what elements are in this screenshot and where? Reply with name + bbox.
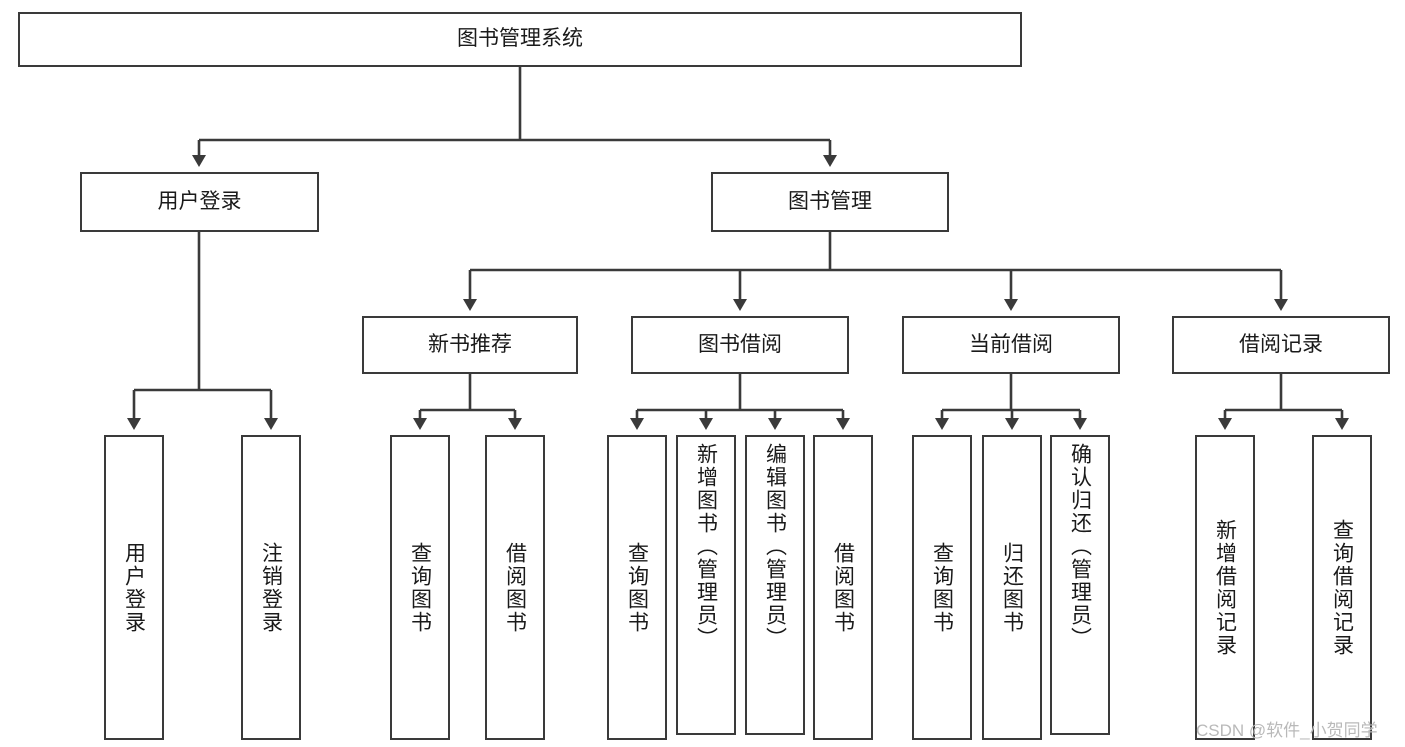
node-current-borrow[interactable]: 当前借阅 bbox=[902, 316, 1120, 374]
node-label: 新增图书（管理员） bbox=[694, 443, 718, 650]
node-label: 借阅图书 bbox=[831, 541, 855, 634]
node-label: 借阅记录 bbox=[1239, 332, 1323, 356]
node-borrow-record[interactable]: 借阅记录 bbox=[1172, 316, 1390, 374]
node-label: 确认归还（管理员） bbox=[1068, 443, 1092, 650]
node-label: 当前借阅 bbox=[969, 332, 1053, 356]
node-label: 查询借阅记录 bbox=[1330, 518, 1354, 657]
node-leaf-query-book-rec[interactable]: 查询图书 bbox=[390, 435, 450, 740]
node-label: 借阅图书 bbox=[503, 541, 527, 634]
node-leaf-add-book[interactable]: 新增图书（管理员） bbox=[676, 435, 736, 735]
node-leaf-query-record[interactable]: 查询借阅记录 bbox=[1312, 435, 1372, 740]
node-leaf-confirm-return[interactable]: 确认归还（管理员） bbox=[1050, 435, 1110, 735]
node-leaf-query-book[interactable]: 查询图书 bbox=[607, 435, 667, 740]
node-root[interactable]: 图书管理系统 bbox=[18, 12, 1022, 67]
node-leaf-add-record[interactable]: 新增借阅记录 bbox=[1195, 435, 1255, 740]
node-label: 归还图书 bbox=[1000, 541, 1024, 634]
node-book-manage[interactable]: 图书管理 bbox=[711, 172, 949, 232]
node-label: 用户登录 bbox=[157, 189, 242, 213]
node-label: 图书管理 bbox=[788, 189, 872, 213]
node-label: 用户登录 bbox=[122, 541, 146, 634]
node-label: 查询图书 bbox=[930, 541, 954, 634]
node-label: 新书推荐 bbox=[428, 332, 512, 356]
node-label: 编辑图书（管理员） bbox=[763, 443, 787, 650]
node-leaf-borrow-book[interactable]: 借阅图书 bbox=[813, 435, 873, 740]
node-label: 查询图书 bbox=[625, 541, 649, 634]
node-label: 查询图书 bbox=[408, 541, 432, 634]
node-new-book-rec[interactable]: 新书推荐 bbox=[362, 316, 578, 374]
node-leaf-user-logout[interactable]: 注销登录 bbox=[241, 435, 301, 740]
node-leaf-edit-book[interactable]: 编辑图书（管理员） bbox=[745, 435, 805, 735]
node-label: 图书借阅 bbox=[698, 332, 782, 356]
node-book-borrow[interactable]: 图书借阅 bbox=[631, 316, 849, 374]
node-user-login[interactable]: 用户登录 bbox=[80, 172, 319, 232]
node-label: 图书管理系统 bbox=[457, 27, 583, 51]
node-leaf-borrow-book-rec[interactable]: 借阅图书 bbox=[485, 435, 545, 740]
node-leaf-query-book-cur[interactable]: 查询图书 bbox=[912, 435, 972, 740]
node-label: 注销登录 bbox=[259, 541, 283, 634]
node-leaf-user-login[interactable]: 用户登录 bbox=[104, 435, 164, 740]
node-label: 新增借阅记录 bbox=[1213, 518, 1237, 657]
node-leaf-return-book[interactable]: 归还图书 bbox=[982, 435, 1042, 740]
